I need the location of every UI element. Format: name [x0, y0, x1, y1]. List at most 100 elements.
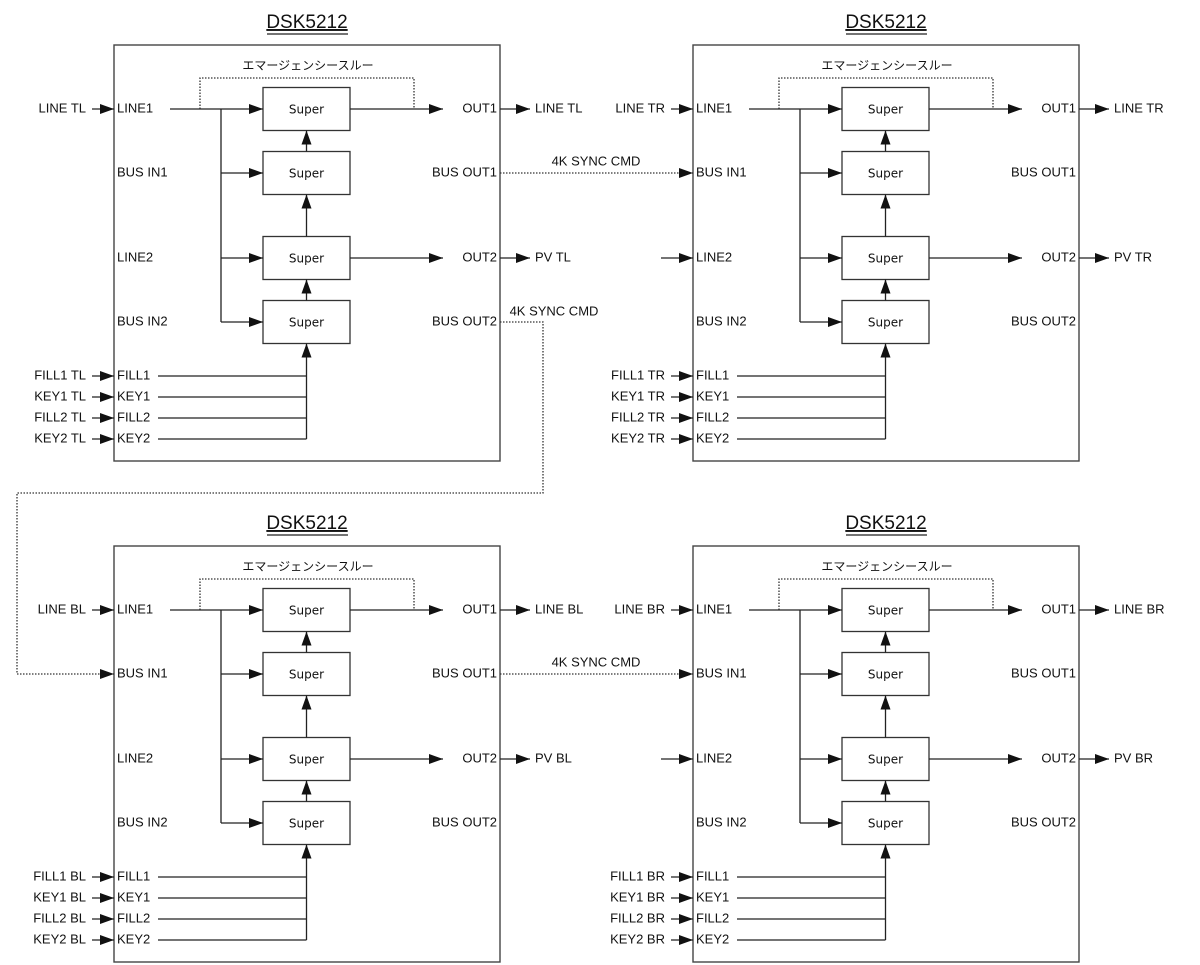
port-out1: OUT1: [1041, 100, 1076, 115]
super-label: Super: [289, 316, 324, 330]
port-key1: KEY1: [696, 889, 729, 904]
arrow-right-icon: [1008, 104, 1022, 114]
arrow-right-icon: [429, 605, 443, 615]
port-out2: OUT2: [462, 249, 497, 264]
block-title: DSK5212: [845, 12, 926, 33]
arrow-right-icon: [249, 669, 263, 679]
input-fill2-label: FILL2 TL: [34, 409, 86, 424]
port-fill2: FILL2: [117, 409, 150, 424]
arrow-right-icon: [679, 392, 693, 402]
arrow-up-icon: [880, 130, 891, 145]
arrow-up-icon: [301, 130, 312, 145]
arrow-right-icon: [100, 413, 114, 423]
arrow-right-icon: [100, 893, 114, 903]
arrow-right-icon: [429, 754, 443, 764]
input-line1-label: LINE BL: [38, 601, 86, 616]
arrow-right-icon: [679, 935, 693, 945]
emergency-through-bypass: [778, 578, 994, 610]
port-out1: OUT1: [462, 100, 497, 115]
port-key1: KEY1: [117, 388, 150, 403]
arrow-right-icon: [100, 104, 114, 114]
input-key2-label: KEY2 BL: [33, 931, 86, 946]
arrow-right-icon: [828, 818, 842, 828]
block-frame: [113, 44, 501, 462]
dsk-block-br: DSK5212エマージェンシースルーSuperSuperSuperSuperLI…: [610, 513, 1165, 963]
block-frame: [692, 44, 1080, 462]
arrow-right-icon: [679, 872, 693, 882]
arrow-up-icon: [880, 194, 891, 209]
arrow-right-icon: [679, 914, 693, 924]
arrow-right-icon: [249, 253, 263, 263]
port-line2: LINE2: [117, 249, 153, 264]
super-label: Super: [868, 316, 903, 330]
sync-cmd-label: 4K SYNC CMD: [552, 654, 641, 669]
arrow-right-icon: [828, 605, 842, 615]
super-label: Super: [868, 604, 903, 618]
arrow-right-icon: [679, 371, 693, 381]
port-key2: KEY2: [696, 931, 729, 946]
block-frame: [692, 545, 1080, 963]
port-line2: LINE2: [117, 750, 153, 765]
super-box-1: [841, 587, 930, 633]
arrow-right-icon: [828, 317, 842, 327]
input-key1-label: KEY1 BR: [610, 889, 665, 904]
block-frame: [113, 545, 501, 963]
arrow-right-icon: [100, 392, 114, 402]
arrow-right-icon: [100, 605, 114, 615]
super-label: Super: [868, 167, 903, 181]
port-bus-out2: BUS OUT2: [1011, 313, 1076, 328]
block-title: DSK5212: [266, 12, 347, 33]
port-fill2: FILL2: [117, 910, 150, 925]
port-line2: LINE2: [696, 249, 732, 264]
arrow-right-icon: [679, 168, 693, 178]
emergency-through-bypass: [199, 77, 415, 109]
port-bus-out1: BUS OUT1: [1011, 164, 1076, 179]
input-fill1-label: FILL1 TL: [34, 367, 86, 382]
port-bus-out2: BUS OUT2: [432, 814, 497, 829]
port-fill1: FILL1: [696, 868, 729, 883]
port-bus-out2: BUS OUT2: [1011, 814, 1076, 829]
port-out1: OUT1: [1041, 601, 1076, 616]
arrow-right-icon: [1008, 605, 1022, 615]
sync-cmd-label: 4K SYNC CMD: [510, 303, 599, 318]
port-key1: KEY1: [117, 889, 150, 904]
arrow-right-icon: [828, 754, 842, 764]
input-fill1-label: FILL1 TR: [611, 367, 665, 382]
port-fill1: FILL1: [117, 367, 150, 382]
port-key2: KEY2: [117, 430, 150, 445]
dsk-block-tl: DSK5212エマージェンシースルーSuperSuperSuperSuperLI…: [34, 12, 582, 462]
super-box-3: [262, 235, 351, 281]
arrow-up-icon: [880, 631, 891, 646]
arrow-up-icon: [880, 844, 891, 859]
port-fill1: FILL1: [117, 868, 150, 883]
arrow-right-icon: [679, 893, 693, 903]
super-label: Super: [289, 252, 324, 266]
port-bus-out1: BUS OUT1: [1011, 665, 1076, 680]
arrow-right-icon: [828, 669, 842, 679]
arrow-right-icon: [249, 104, 263, 114]
port-key2: KEY2: [117, 931, 150, 946]
arrow-right-icon: [249, 605, 263, 615]
arrow-right-icon: [249, 317, 263, 327]
output-out2-label: PV TR: [1114, 249, 1152, 264]
arrow-up-icon: [880, 695, 891, 710]
arrow-right-icon: [828, 253, 842, 263]
emergency-through-label: エマージェンシースルー: [242, 560, 373, 574]
arrow-right-icon: [100, 935, 114, 945]
output-out1-label: LINE BR: [1114, 601, 1165, 616]
super-label: Super: [289, 103, 324, 117]
emergency-through-label: エマージェンシースルー: [242, 59, 373, 73]
output-out1-label: LINE TL: [535, 100, 582, 115]
output-out2-label: PV BL: [535, 750, 572, 765]
port-bus-out1: BUS OUT1: [432, 164, 497, 179]
emergency-through-label: エマージェンシースルー: [821, 560, 952, 574]
super-label: Super: [868, 252, 903, 266]
input-fill2-label: FILL2 BR: [610, 910, 665, 925]
arrow-right-icon: [249, 754, 263, 764]
arrow-up-icon: [301, 279, 312, 294]
arrow-right-icon: [249, 818, 263, 828]
emergency-through-bypass: [199, 578, 415, 610]
port-bus-in2: BUS IN2: [117, 814, 168, 829]
arrow-right-icon: [1095, 253, 1109, 263]
port-line1: LINE1: [117, 100, 153, 115]
